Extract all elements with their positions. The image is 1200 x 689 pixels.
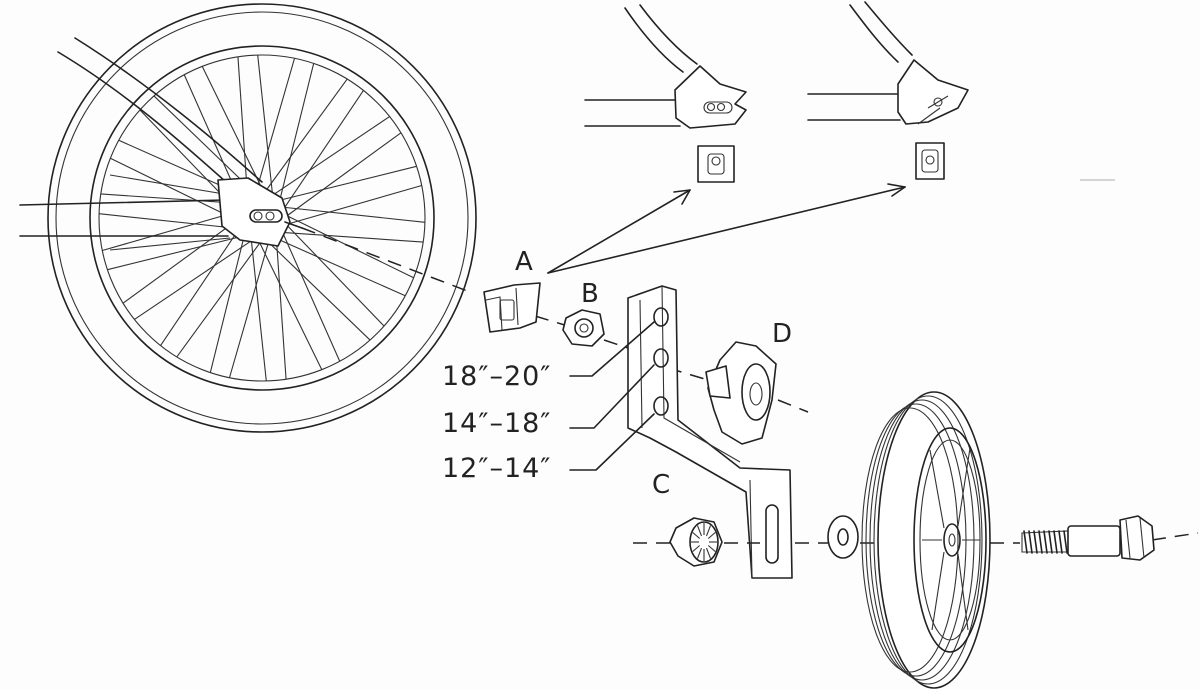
wheel-spoke [201,66,267,197]
wheel-spoke [257,239,323,370]
nut-tooth [707,532,716,539]
nut-tooth [705,525,712,537]
part-label-b: B [581,279,599,309]
wheel-spoke [122,217,241,304]
wheel-size-label-12-14: 12″–14″ [442,453,551,484]
bicycle-rear-wheel-icon [19,3,477,433]
nut-tooth [696,525,703,537]
wheel-spoke [272,236,406,297]
wheel-spoke [110,157,241,223]
wheel-spoke [283,221,385,327]
wheel-axle-line-6 [1151,532,1199,541]
wheel-spoke [160,225,242,346]
wheel-spoke [176,239,263,358]
wheel-spoke [278,63,315,204]
wheel-spoke [134,238,255,320]
dropout-detail-icon [584,1,969,183]
flange-nut-icon [669,517,723,567]
shoulder-bolt-icon [1021,515,1155,561]
size-leader-lines [569,321,655,471]
wheel-spoke [280,206,426,223]
bolt-thread-line [1038,530,1043,554]
nut-tooth [692,545,701,552]
axle-alignment-line [301,227,471,293]
bolt-thread-line [1048,530,1053,554]
reference-arrows [547,183,906,274]
wheel-spoke [283,132,402,219]
wheel-spoke [269,116,390,198]
wheel-spoke [276,165,417,202]
nut-tooth [696,547,703,559]
wheel-spoke [107,234,248,271]
wheel-spoke [280,228,341,362]
wheel-spoke [102,209,242,252]
wheel-spoke [278,231,424,243]
axle-alignment-line-2 [534,315,569,327]
wheel-size-label-14-18: 14″–18″ [442,408,551,439]
nut-tooth [707,545,716,552]
washer-icon [827,515,859,559]
bolt-thread-line [1043,530,1048,554]
bolt-thread-line [1028,530,1033,554]
wheel-spoke [98,213,244,230]
axle-alignment-line-5 [777,399,809,413]
wheel-spoke [250,236,267,382]
nut-tooth [692,532,701,539]
training-wheel-icon [861,391,991,689]
part-label-d: D [772,319,792,349]
adapter-plate-icon [483,282,541,333]
wheel-spoke [265,239,371,341]
part-label-c: C [652,470,670,500]
training-wheel-bracket-icon [627,285,793,579]
wheel-spoke [257,54,274,200]
wheel-spoke [237,56,249,202]
bolt-thread-line [1023,530,1028,554]
wing-knob-icon [705,341,777,445]
bolt-thread-line [1063,530,1068,554]
bolt-thread-line [1033,530,1038,554]
bolt-thread-line [1053,530,1058,554]
wheel-spoke [209,232,246,373]
wheel-size-label-18-20: 18″–20″ [442,361,551,392]
axle-nut-icon [562,309,605,347]
wheel-spoke [282,90,364,211]
nut-tooth [705,547,712,559]
bolt-thread-line [1058,530,1063,554]
part-label-a: A [515,247,533,277]
wheel-spoke [253,58,296,198]
wheel-spoke [228,238,271,378]
wheel-spoke [275,234,287,380]
wheel-spoke [261,78,348,197]
wheel-spoke [282,184,422,227]
